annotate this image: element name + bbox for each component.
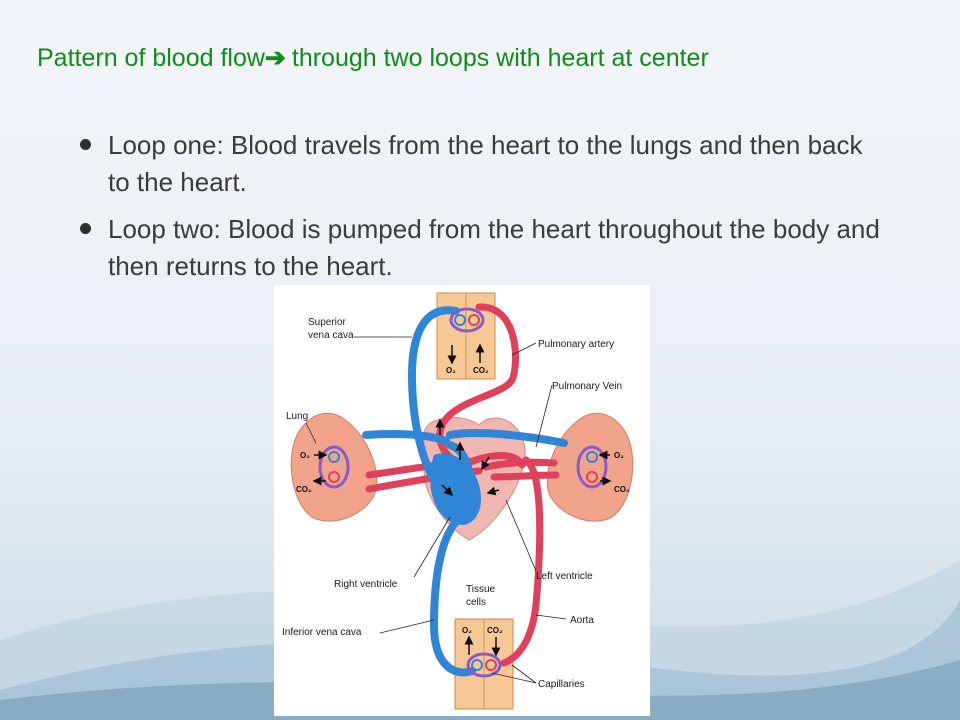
- label-superior-vena-cava-1: Superior: [308, 317, 346, 328]
- bullet-item-loop-two: Loop two: Blood is pumped from the heart…: [80, 211, 890, 285]
- label-pulmonary-artery: Pulmonary artery: [538, 339, 614, 350]
- label-right-ventricle: Right ventricle: [334, 579, 398, 590]
- label-lung: Lung: [286, 411, 308, 422]
- upper-o2-label: O₂: [446, 366, 456, 375]
- circulation-diagram: O₂ CO₂ O₂ CO₂ O₂ CO₂ O₂ CO₂ Superior ven…: [274, 285, 650, 716]
- label-pulmonary-vein: Pulmonary Vein: [552, 381, 622, 392]
- slide-title: Pattern of blood flow➔through two loops …: [37, 42, 917, 75]
- bullet-item-loop-one: Loop one: Blood travels from the heart t…: [80, 127, 890, 201]
- left-lung-o2-label: O₂: [300, 451, 310, 460]
- bullet-text-loop-two: Loop two: Blood is pumped from the heart…: [108, 214, 880, 281]
- right-lung-o2-label: O₂: [614, 451, 624, 460]
- right-lung: [546, 412, 634, 522]
- label-superior-vena-cava-2: vena cava: [308, 330, 354, 341]
- flow-arrows: [312, 343, 612, 657]
- leader-lines: [305, 336, 567, 684]
- left-lung: [290, 412, 378, 522]
- lower-co2-label: CO₂: [487, 626, 503, 635]
- label-tissue-cells-1: Tissue: [466, 584, 496, 595]
- label-left-ventricle: Left ventricle: [536, 571, 593, 582]
- label-aorta: Aorta: [570, 615, 594, 626]
- title-text-part2: through two loops with heart at center: [291, 44, 709, 72]
- bullet-list: Loop one: Blood travels from the heart t…: [80, 127, 890, 295]
- capillary-beds: [318, 307, 608, 678]
- bullet-dot-icon: [80, 139, 91, 150]
- bullet-dot-icon: [80, 223, 91, 234]
- label-inferior-vena-cava: Inferior vena cava: [282, 627, 362, 638]
- right-lung-co2-label: CO₂: [614, 485, 630, 494]
- label-capillaries: Capillaries: [538, 679, 585, 690]
- deoxygenated-vessels: [362, 306, 568, 677]
- upper-co2-label: CO₂: [473, 366, 489, 375]
- right-ventricle-chamber: [430, 453, 482, 525]
- bullet-text-loop-one: Loop one: Blood travels from the heart t…: [108, 130, 863, 197]
- lower-o2-label: O₂: [462, 626, 472, 635]
- circulation-diagram-svg: O₂ CO₂ O₂ CO₂ O₂ CO₂ O₂ CO₂ Superior ven…: [282, 292, 634, 710]
- title-text-part1: Pattern of blood flow: [37, 44, 265, 72]
- label-tissue-cells-2: cells: [466, 597, 486, 608]
- left-lung-co2-label: CO₂: [296, 485, 312, 494]
- right-arrow-icon: ➔: [264, 44, 286, 72]
